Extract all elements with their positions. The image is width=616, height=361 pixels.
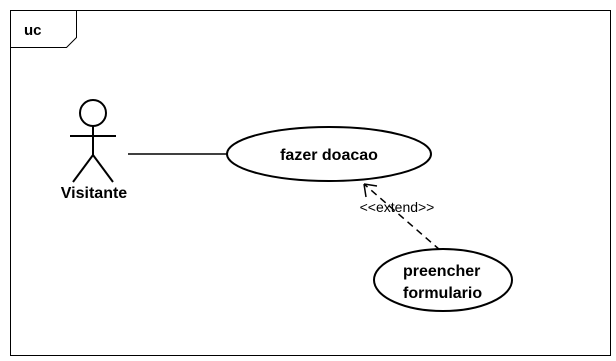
extend-stereotype-label: <<extend>> [360, 199, 435, 215]
frame-border [10, 10, 611, 356]
use-case-preencher-formulario[interactable]: preencher formulario [373, 248, 513, 312]
frame-label: uc [24, 22, 42, 39]
use-case-label: fazer doacao [280, 147, 378, 164]
actor-visitante[interactable]: Visitante [61, 99, 128, 202]
use-case-fazer-doacao[interactable]: fazer doacao [226, 126, 432, 182]
use-case-ellipse [373, 248, 513, 312]
extend-relationship: <<extend>> [360, 183, 441, 251]
use-case-label-line-2: formulario [403, 285, 482, 302]
use-case-label-line-1: preencher [403, 263, 480, 280]
actor-name: Visitante [61, 185, 128, 202]
system-frame: uc [10, 10, 611, 356]
actor-right-leg [92, 154, 114, 183]
use-case-ellipse [226, 126, 432, 182]
stick-figure-icon [70, 99, 116, 183]
frame-label-tab [10, 10, 77, 48]
extend-arrowhead [363, 183, 378, 198]
extend-dashed-line [363, 183, 441, 251]
actor-left-leg [72, 154, 94, 183]
